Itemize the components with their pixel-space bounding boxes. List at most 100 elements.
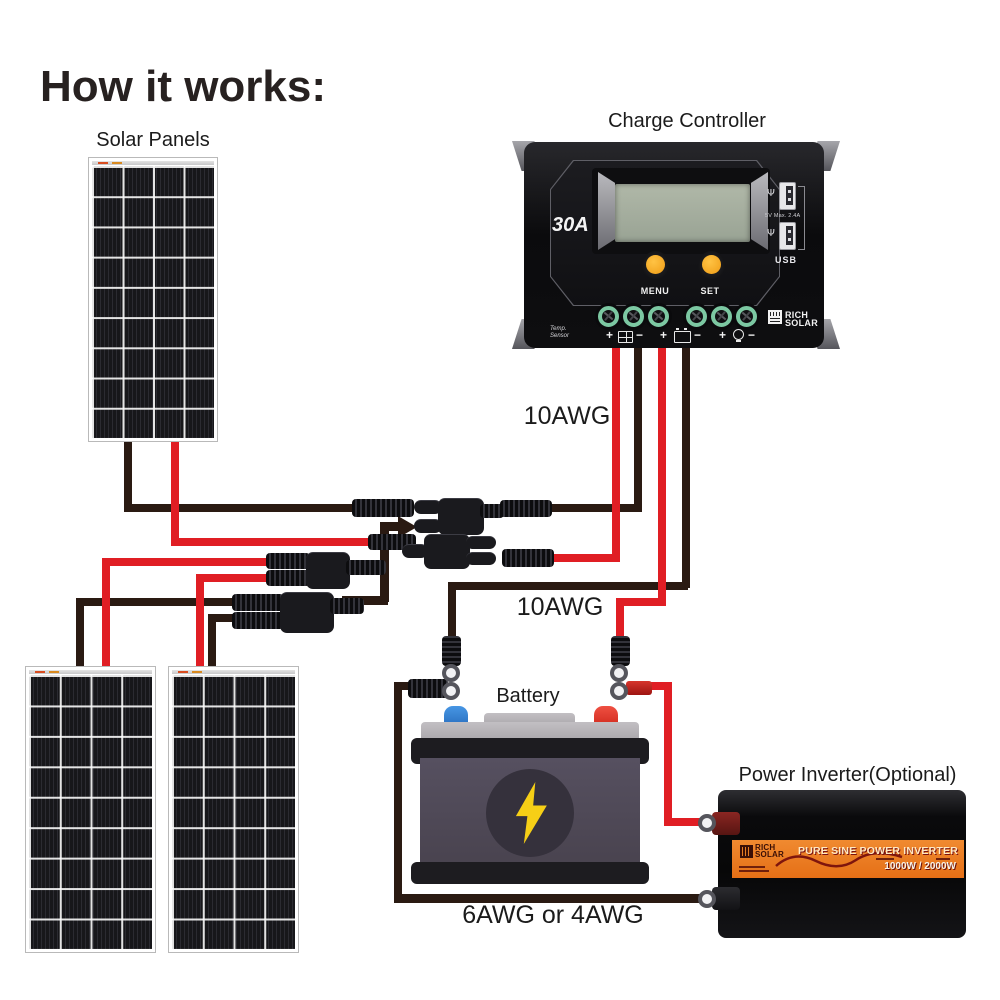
red-wire-segment [658,348,666,606]
usb-bracket-line [798,186,805,250]
y-branch-prong [414,519,442,533]
solar-panel-bottom-left [25,666,156,953]
minus-sign: − [636,328,644,342]
red-wire-segment [664,682,672,826]
plus-sign: + [719,328,727,342]
red-wire-segment [616,598,662,606]
flow-arrow-shaft [380,522,400,531]
panel-cell-grid [29,675,152,949]
terminal-screw-load-plus[interactable] [711,306,732,327]
terminal-screw-battery-minus[interactable] [686,306,707,327]
battery-emblem [486,769,574,857]
black-wire-segment [76,598,238,606]
mc4-connector [480,504,504,518]
fine-print-line [739,866,765,868]
red-wire-segment [546,554,620,562]
lcd-bevel [598,172,615,250]
usb-spec-label: 5V Max. 2.4A [765,213,801,219]
battery-label: Battery [496,685,560,707]
wire-crimp-connector [408,679,448,698]
solar-panel-top [88,157,218,442]
black-wire-segment [342,596,388,605]
black-wire-segment [124,442,132,512]
usb-label: USB [775,255,798,265]
black-wire-segment [634,348,642,512]
y-branch-connector [438,498,484,535]
mc4-connector-pair [232,612,284,629]
battery-icon [674,328,691,343]
mc4-connector-pair [502,549,554,567]
red-wire-segment [646,682,672,690]
usb-port-1[interactable] [779,182,796,210]
power-inverter-label: Power Inverter(Optional) [738,764,957,786]
rich-solar-logo-text: RICH SOLAR [755,843,784,859]
charge-controller: 30A MENU SET Ψ 5V Max. 2.4A Ψ USB + − + … [512,138,840,352]
black-wire-segment [682,348,690,588]
lamp-icon [733,329,744,342]
solar-panel-icon [618,331,633,343]
flow-arrow-right-icon [398,516,417,538]
black-wire-segment [76,602,84,667]
terminal-screw-load-minus[interactable] [736,306,757,327]
plus-sign: + [606,328,614,342]
red-wire-segment [102,562,110,667]
terminal-screw-solar-minus[interactable] [623,306,644,327]
amp-rating: 30A [552,214,589,236]
solar-panel-bottom-right [168,666,299,953]
black-wire-segment [546,504,642,512]
page-title: How it works: [40,62,327,111]
usb-port-2[interactable] [779,222,796,250]
red-wire-segment [616,598,624,642]
panel-cell-grid [92,166,214,438]
black-wire-segment [394,682,402,900]
inverter-orange-band: RICH SOLAR PURE SINE POWER INVERTER 1000… [732,840,964,878]
wire-crimp-connector [626,681,652,695]
lightning-bolt-icon [515,782,547,844]
terminal-screw-solar-plus[interactable] [598,306,619,327]
ring-terminal [610,682,628,700]
wire-crimp-connector [442,636,461,666]
red-wire-segment [171,538,373,546]
black-wire-segment [208,618,216,667]
ring-terminal [610,664,628,682]
terminal-screw-battery-plus[interactable] [648,306,669,327]
black-wire-segment [208,614,238,622]
minus-sign: − [748,328,756,342]
usb-trident-icon: Ψ [767,228,775,239]
ring-terminal [442,682,460,700]
mc4-connector-pair [500,500,552,517]
panel-frame-strip [92,161,214,165]
set-button[interactable] [702,255,721,274]
battery-bottom-band [411,862,649,884]
rich-solar-logo-text: RICH SOLAR [785,310,818,328]
y-branch-prong [466,552,496,565]
mc4-connector [266,570,310,586]
y-branch-prong [466,536,496,549]
mc4-connector-pair [352,499,414,517]
set-button-label: SET [700,286,720,296]
lcd-bevel [751,172,768,250]
red-wire-segment [171,442,179,544]
black-wire-segment [124,504,360,512]
menu-button-label: MENU [640,286,670,296]
lcd-screen [615,184,750,242]
mc4-connector-pair [232,594,284,611]
fine-print-line [739,870,769,872]
rich-solar-logo-icon [768,310,782,324]
menu-button[interactable] [646,255,665,274]
wire-gauge-label-solar: 10AWG [523,402,611,430]
mc4-connector [266,553,310,569]
wire-crimp-connector [611,636,630,666]
fine-print-line [936,858,950,860]
panel-frame-strip [172,670,295,674]
rich-solar-logo-icon [740,845,753,858]
y-branch-connector [424,534,470,569]
red-wire-segment [664,818,706,826]
y-branch-prong [414,500,442,514]
red-wire-segment [102,558,270,566]
inverter-product-name: PURE SINE POWER INVERTER [798,845,958,857]
red-wire-segment [196,574,272,582]
red-wire-segment [612,348,620,560]
usb-trident-icon: Ψ [767,188,775,199]
